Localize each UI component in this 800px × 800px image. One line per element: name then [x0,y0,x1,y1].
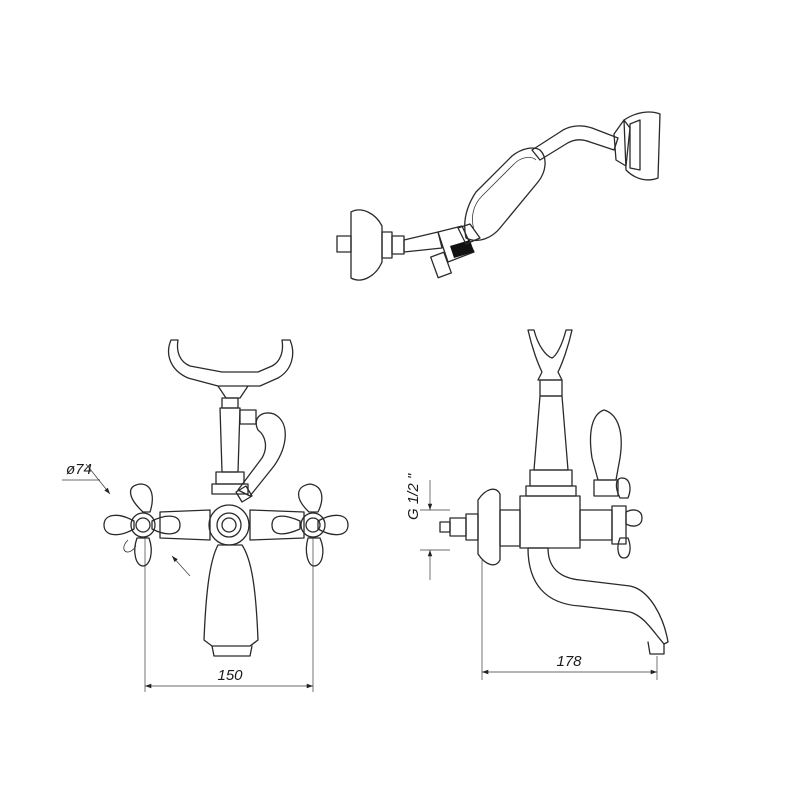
side-cradle [527,329,573,381]
mixer-front-view [62,339,349,692]
side-spout [527,547,669,655]
shower-cradle [167,339,294,399]
diameter-label: ø74 [66,461,92,478]
side-body [499,495,627,549]
left-cross-handle [103,483,181,567]
side-column [525,379,577,497]
wall-holder [336,209,443,281]
hand-shower-view [336,111,661,281]
right-cross-handle [271,483,349,567]
mixer-body [159,504,305,546]
depth-label: 178 [556,653,582,670]
mixer-side-view [420,329,669,680]
diameter-dimension [62,463,191,577]
front-spout [203,544,259,657]
width-label: 150 [217,667,243,684]
thread-dimension [420,480,450,580]
thread-label: G 1/2 " [405,473,422,520]
diverter-lever [235,409,286,503]
riser-column [211,397,249,495]
depth-dimension [481,560,658,680]
side-lever [589,409,622,497]
side-cross-handle [615,477,643,559]
shower-handle [464,147,546,242]
shower-neck [531,125,619,161]
hose-coupling [430,223,481,279]
width-dimension [144,538,314,692]
wall-flange [439,488,501,566]
shower-head [613,111,661,181]
